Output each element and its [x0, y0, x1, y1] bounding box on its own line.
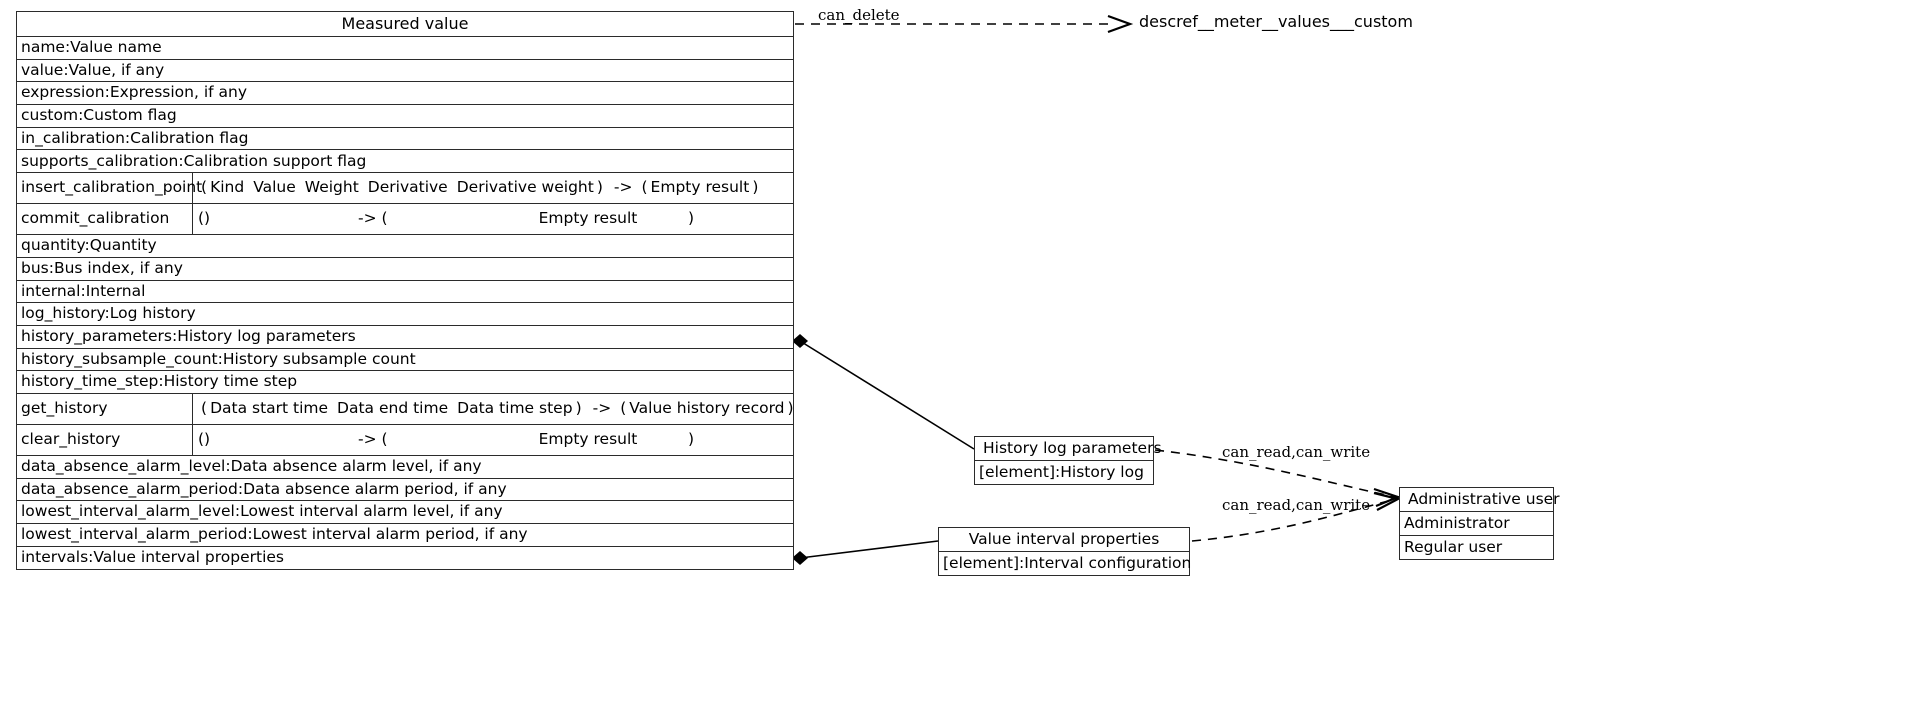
edge-can-delete-arrowhead — [1107, 14, 1134, 34]
class-title: Administrative user — [1400, 488, 1560, 512]
class-box-history-log-parameters[interactable]: History log parameters [element]:History… — [974, 436, 1162, 485]
attribute-row: lowest_interval_alarm_period:Lowest inte… — [17, 524, 793, 547]
edge-history-diamond — [792, 334, 808, 348]
signature-arg: Data start time — [210, 399, 329, 418]
attribute-row: internal:Internal — [17, 281, 793, 304]
signature-arg: Weight — [304, 178, 359, 197]
signature-return-close-paren: ) — [787, 399, 794, 418]
signature-return-type: Empty result — [538, 430, 638, 449]
method-signature: () -> ( Empty result ) — [193, 204, 793, 234]
method-signature: ( Kind Value Weight Derivative Derivativ… — [193, 173, 793, 203]
signature-return-close-paren: ) — [688, 209, 695, 228]
signature-return-close-paren: ) — [752, 178, 759, 197]
signature-args: Kind Value Weight Derivative Derivative … — [210, 180, 594, 196]
edge-interval-permissions-arrowhead — [1373, 491, 1402, 511]
method-name: insert_calibration_point — [17, 173, 202, 204]
signature-open-paren: ( — [201, 178, 208, 197]
attribute-row: in_calibration:Calibration flag — [17, 128, 793, 151]
signature-arg: Data time step — [457, 399, 573, 418]
attribute-row: quantity:Quantity — [17, 235, 793, 258]
method-signature: () -> ( Empty result ) — [193, 425, 793, 455]
signature-arrow: -> — [613, 178, 633, 197]
signature-arg: Derivative weight — [456, 178, 594, 197]
attribute-row: [element]:Interval configuration — [943, 554, 1192, 572]
list-item: Administrator — [1400, 512, 1553, 536]
signature-close-paren: ) — [596, 178, 603, 197]
signature-return-type: Value history record — [629, 399, 785, 418]
class-box-administrative-user[interactable]: Administrative user Administrator Regula… — [1399, 487, 1560, 560]
attribute-row: [element]:History log — [979, 463, 1144, 481]
signature-return-open-paren: ( — [620, 399, 627, 418]
signature-arrow: -> ( — [358, 430, 388, 449]
attribute-row: intervals:Value interval properties — [21, 548, 285, 567]
method-signature: ( Data start time Data end time Data tim… — [193, 394, 797, 424]
attribute-row: log_history:Log history — [17, 303, 793, 326]
attribute-row: supports_calibration:Calibration support… — [17, 150, 793, 174]
edge-target-descref-custom: descref__meter__values___custom — [1139, 12, 1413, 31]
method-name: commit_calibration — [17, 204, 193, 235]
signature-arg: Value — [253, 178, 296, 197]
attribute-row: custom:Custom flag — [17, 105, 793, 128]
attribute-row: bus:Bus index, if any — [17, 258, 793, 281]
attribute-row: data_absence_alarm_level:Data absence al… — [17, 456, 793, 479]
signature-return-type: Empty result — [538, 209, 638, 228]
attribute-row: history_parameters:History log parameter… — [17, 326, 793, 349]
signature-args-text: () — [198, 430, 211, 449]
class-title: Measured value — [17, 12, 793, 37]
edge-label-history-permissions: can_read,can_write — [1222, 443, 1371, 461]
signature-arg: Kind — [210, 178, 245, 197]
signature-args: Data start time Data end time Data time … — [210, 401, 573, 417]
attribute-row: name:Value name — [17, 37, 793, 60]
signature-close-paren: ) — [575, 399, 582, 418]
attribute-row: data_absence_alarm_period:Data absence a… — [17, 479, 793, 502]
class-box-value-interval-properties[interactable]: Value interval properties [element]:Inte… — [938, 527, 1192, 576]
edge-interval-diamond — [792, 551, 808, 565]
method-name: get_history — [17, 393, 193, 424]
signature-arg: Data end time — [337, 399, 449, 418]
edge-history-composition — [799, 340, 975, 450]
method-name: clear_history — [17, 424, 193, 455]
method-row-commit-calibration: commit_calibration () -> ( Empty result … — [17, 204, 793, 236]
signature-arrow: -> ( — [358, 209, 388, 228]
class-title: History log parameters — [975, 437, 1162, 461]
method-row-clear-history: clear_history () -> ( Empty result ) — [17, 424, 793, 456]
method-row-get-history: get_history ( Data start time Data end t… — [17, 393, 794, 425]
signature-return-close-paren: ) — [688, 430, 695, 449]
signature-return-open-paren: ( — [641, 178, 648, 197]
edge-label-can-delete: can_delete — [818, 6, 900, 24]
signature-args-text: () — [198, 209, 211, 228]
attribute-row: value:Value, if any — [17, 60, 793, 83]
class-box-measured-value[interactable]: Measured value name:Value name value:Val… — [16, 11, 794, 570]
signature-return-type: Empty result — [650, 178, 750, 197]
method-row-insert-calibration-point: insert_calibration_point ( Kind Value We… — [17, 173, 793, 205]
list-item: Regular user — [1404, 538, 1503, 556]
edge-history-permissions-arrowhead — [1373, 487, 1402, 508]
signature-arrow: -> — [592, 399, 612, 418]
edge-label-interval-permissions: can_read,can_write — [1222, 496, 1371, 514]
signature-arg: Derivative — [367, 178, 448, 197]
signature-open-paren: ( — [201, 399, 208, 418]
edge-interval-composition — [799, 540, 939, 559]
class-title: Value interval properties — [939, 528, 1189, 552]
attribute-row: history_subsample_count:History subsampl… — [17, 349, 793, 372]
attribute-row: history_time_step:History time step — [17, 371, 793, 394]
attribute-row: expression:Expression, if any — [17, 82, 793, 106]
attribute-row: lowest_interval_alarm_level:Lowest inter… — [17, 501, 793, 524]
